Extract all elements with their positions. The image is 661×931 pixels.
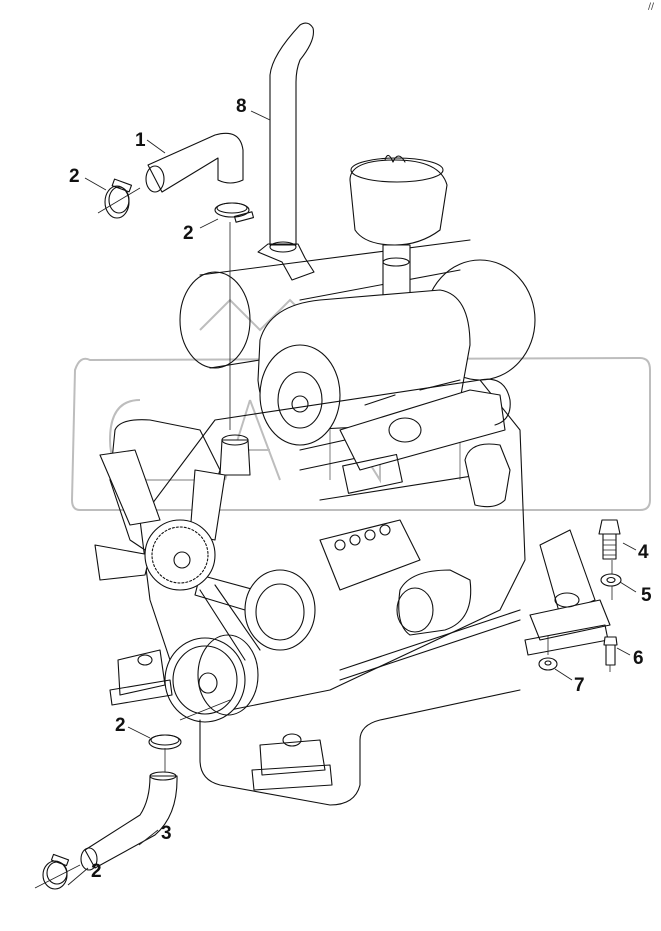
bolt-6	[603, 636, 618, 666]
callout-4-bolt: 4	[638, 542, 649, 563]
leader-lines	[34, 110, 637, 889]
engine-block	[94, 378, 526, 806]
callout-2-clamp: 2	[91, 861, 102, 882]
engine-mount-front	[251, 733, 333, 791]
hose-clamp-lower-bottom	[42, 853, 70, 890]
exhaust-pipe	[257, 22, 315, 281]
nut-7	[538, 657, 558, 671]
lower-hose	[80, 771, 178, 871]
callout-2-clamp: 2	[183, 223, 194, 244]
bolt-4	[598, 519, 621, 560]
callout-6-bolt: 6	[633, 648, 644, 669]
callout-2-clamp: 2	[115, 715, 126, 736]
callout-1-upper-hose: 1	[135, 130, 146, 151]
corner-mark: ∕∕	[648, 2, 655, 12]
callout-8-exhaust-pipe: 8	[236, 96, 247, 117]
air-cleaner	[349, 154, 448, 306]
air-filter	[257, 289, 471, 446]
callout-5-washer: 5	[641, 585, 652, 606]
washer-5	[600, 573, 622, 587]
hose-clamp-lower-top	[148, 734, 182, 750]
engine-mount-left	[109, 649, 173, 706]
engine-mount-bracket-right	[524, 529, 611, 656]
callout-7-nut: 7	[574, 675, 585, 696]
upper-hose	[145, 132, 244, 193]
callout-3-lower-hose: 3	[161, 823, 172, 844]
callout-2-clamp: 2	[69, 166, 80, 187]
hose-clamp-upper-left	[104, 178, 133, 219]
hose-clamp-upper-right	[214, 202, 255, 223]
